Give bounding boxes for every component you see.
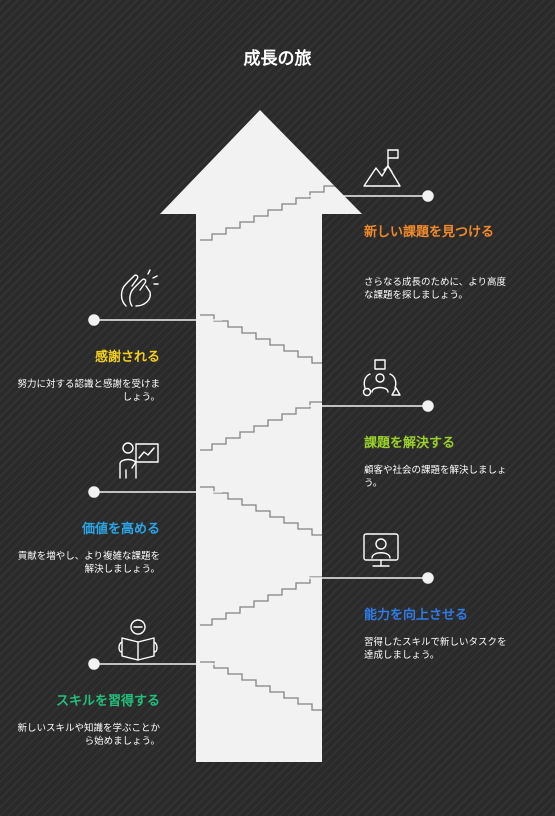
step-find-challenge-label: 新しい課題を見つける	[364, 225, 495, 240]
step-acquire-skills-label: スキルを習得する	[55, 694, 160, 709]
connector-dot-1	[422, 190, 434, 202]
connector-dot-4	[88, 486, 100, 498]
step-improve-ability-desc: 習得したスキルで新しいタスクを達成しましょう。	[364, 637, 507, 661]
step-increase-value-label: 価値を高める	[81, 522, 160, 537]
step-appreciated-desc: 努力に対する認識と感謝を受けましょう。	[17, 379, 160, 403]
mountain-flag-icon	[363, 149, 401, 187]
connector-dot-2	[88, 314, 100, 326]
step-find-challenge-desc: さらなる成長のために、より高度な課題を探しましょう。	[364, 277, 507, 301]
clapping-hands-icon	[120, 269, 159, 307]
connector-dot-6	[88, 658, 100, 670]
step-solve-problems-desc: 顧客や社会の課題を解決しましょう。	[364, 465, 507, 489]
connector-dot-5	[422, 572, 434, 584]
step-increase-value-desc: 貢献を増やし、より複雑な課題を解決しましょう。	[17, 551, 160, 575]
growth-arrow	[160, 110, 362, 762]
people-shapes-icon	[362, 359, 401, 397]
presenter-chart-icon	[119, 442, 159, 479]
reading-person-icon	[118, 619, 158, 661]
person-monitor-icon	[363, 533, 399, 567]
diagram-title: 成長の旅	[243, 49, 312, 69]
step-acquire-skills-desc: 新しいスキルや知識を学ぶことから始めましょう。	[17, 723, 160, 747]
connector-dot-3	[422, 400, 434, 412]
step-solve-problems-label: 課題を解決する	[364, 436, 456, 451]
connectors	[88, 190, 434, 670]
step-improve-ability-label: 能力を向上させる	[364, 608, 469, 623]
step-appreciated-label: 感謝される	[94, 350, 160, 365]
stairs	[200, 185, 338, 711]
